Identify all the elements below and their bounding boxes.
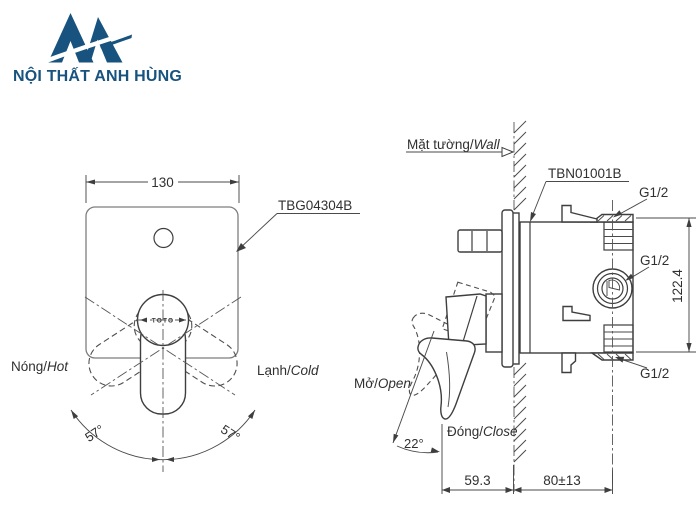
thread-middle-label: G1/2 — [640, 253, 669, 268]
valve-body — [519, 200, 634, 487]
wall-callout: Mặt tường/Wall — [406, 137, 515, 158]
top-mounting-clip — [561, 204, 598, 223]
side-face-plate — [501, 209, 520, 368]
height-dim-text: 122.4 — [670, 269, 685, 303]
brand-logo: NỘI THẤT ANH HÙNG — [13, 13, 182, 85]
front-model-callout: TBG04304B — [236, 198, 360, 252]
angle-right-label: 57° — [218, 422, 243, 445]
lever-cartridge — [445, 293, 487, 347]
side-model-label: TBN01001B — [548, 166, 622, 181]
cartridge-collar — [485, 293, 503, 353]
front-model-label: TBG04304B — [278, 198, 352, 213]
angle-left-label: 57° — [82, 422, 107, 445]
front-view-diagram: TOTO 130 — [11, 175, 360, 472]
thread-bottom-label: G1/2 — [640, 366, 669, 381]
logo-swoosh — [42, 30, 130, 64]
lever-closed — [417, 337, 476, 420]
handle-brand-text: TOTO — [152, 318, 175, 325]
thread-callout-middle: G1/2 — [625, 253, 669, 281]
front-diverter-button — [153, 227, 174, 249]
front-width-dimension: 130 — [85, 175, 240, 203]
thread-callout-bottom: G1/2 — [615, 356, 669, 381]
front-arc-arrowheads — [71, 410, 255, 462]
hot-label: Nóng/Hot — [11, 359, 69, 374]
cold-label: Lạnh/Cold — [257, 363, 319, 378]
wall-arrowhead — [501, 146, 515, 158]
brand-name: NỘI THẤT ANH HÙNG — [13, 66, 182, 85]
thread-callout-top: G1/2 — [613, 185, 668, 218]
height-dimension: 122.4 — [636, 217, 696, 353]
side-model-callout: TBN01001B — [530, 166, 629, 222]
open-label: Mở/Open — [354, 376, 411, 391]
front-rotation-arc — [70, 409, 256, 461]
top-threaded-port — [589, 213, 634, 251]
thread-top-label: G1/2 — [639, 185, 668, 200]
wall-hatching — [513, 120, 527, 463]
front-centerline-arrowheads — [140, 317, 186, 323]
open-close-annotation: Mở/Open Đóng/Close 22° — [354, 330, 518, 494]
side-view-diagram: Mặt tường/Wall TBN01001B G1/2 G1/2 G1/2 — [354, 120, 696, 494]
depth-dim-text: 80±13 — [543, 473, 580, 488]
close-label: Đóng/Close — [447, 424, 518, 439]
open-angle-label: 22° — [404, 436, 424, 451]
bottom-dimensions: 59.3 80±13 — [442, 465, 613, 494]
middle-mounting-tab — [562, 305, 591, 322]
handle-offset-dim-text: 59.3 — [464, 473, 490, 488]
wall-label: Mặt tường/Wall — [407, 137, 501, 152]
diverter-knob — [457, 229, 503, 253]
lever-inner-contour — [446, 351, 451, 408]
logo-swoosh-tail — [100, 34, 132, 49]
front-width-dim-text: 130 — [151, 175, 174, 190]
cartridge-detail-line — [461, 295, 478, 346]
bottom-mounting-clip — [561, 352, 577, 374]
